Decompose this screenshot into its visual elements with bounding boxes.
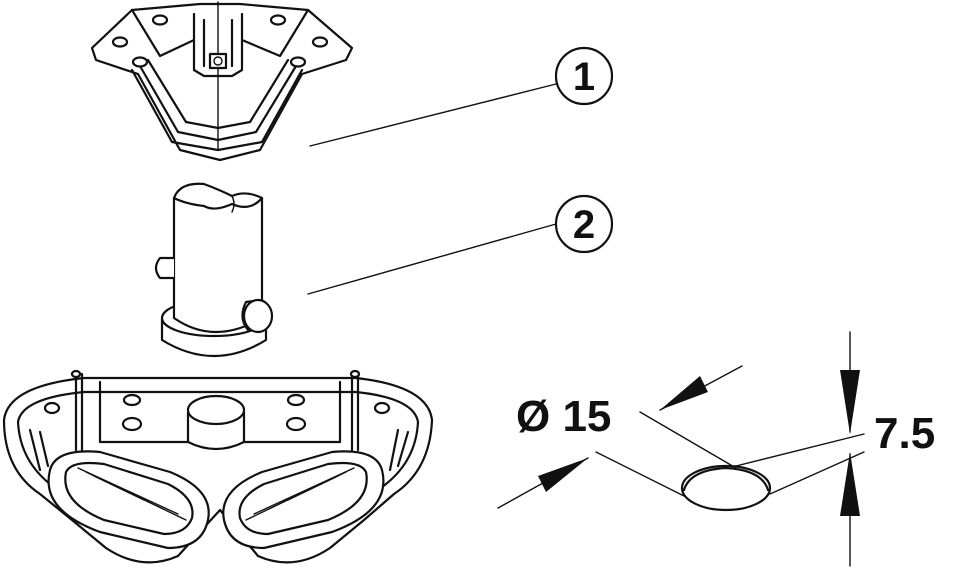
base-housing xyxy=(2,369,434,564)
drill-hole-detail: Ø 15 7.5 xyxy=(497,331,935,567)
callout-1-number: 1 xyxy=(573,55,595,99)
part-2-bolt xyxy=(154,182,274,357)
depth-label: 7.5 xyxy=(874,409,935,458)
leader-line-2 xyxy=(307,223,557,295)
callout-2-number: 2 xyxy=(573,203,595,247)
callout-1: 1 xyxy=(554,46,614,106)
callout-2: 2 xyxy=(554,194,614,254)
leader-line-1 xyxy=(309,83,557,147)
part-1-mounting-plate xyxy=(90,1,354,162)
diameter-label: Ø 15 xyxy=(516,392,611,441)
